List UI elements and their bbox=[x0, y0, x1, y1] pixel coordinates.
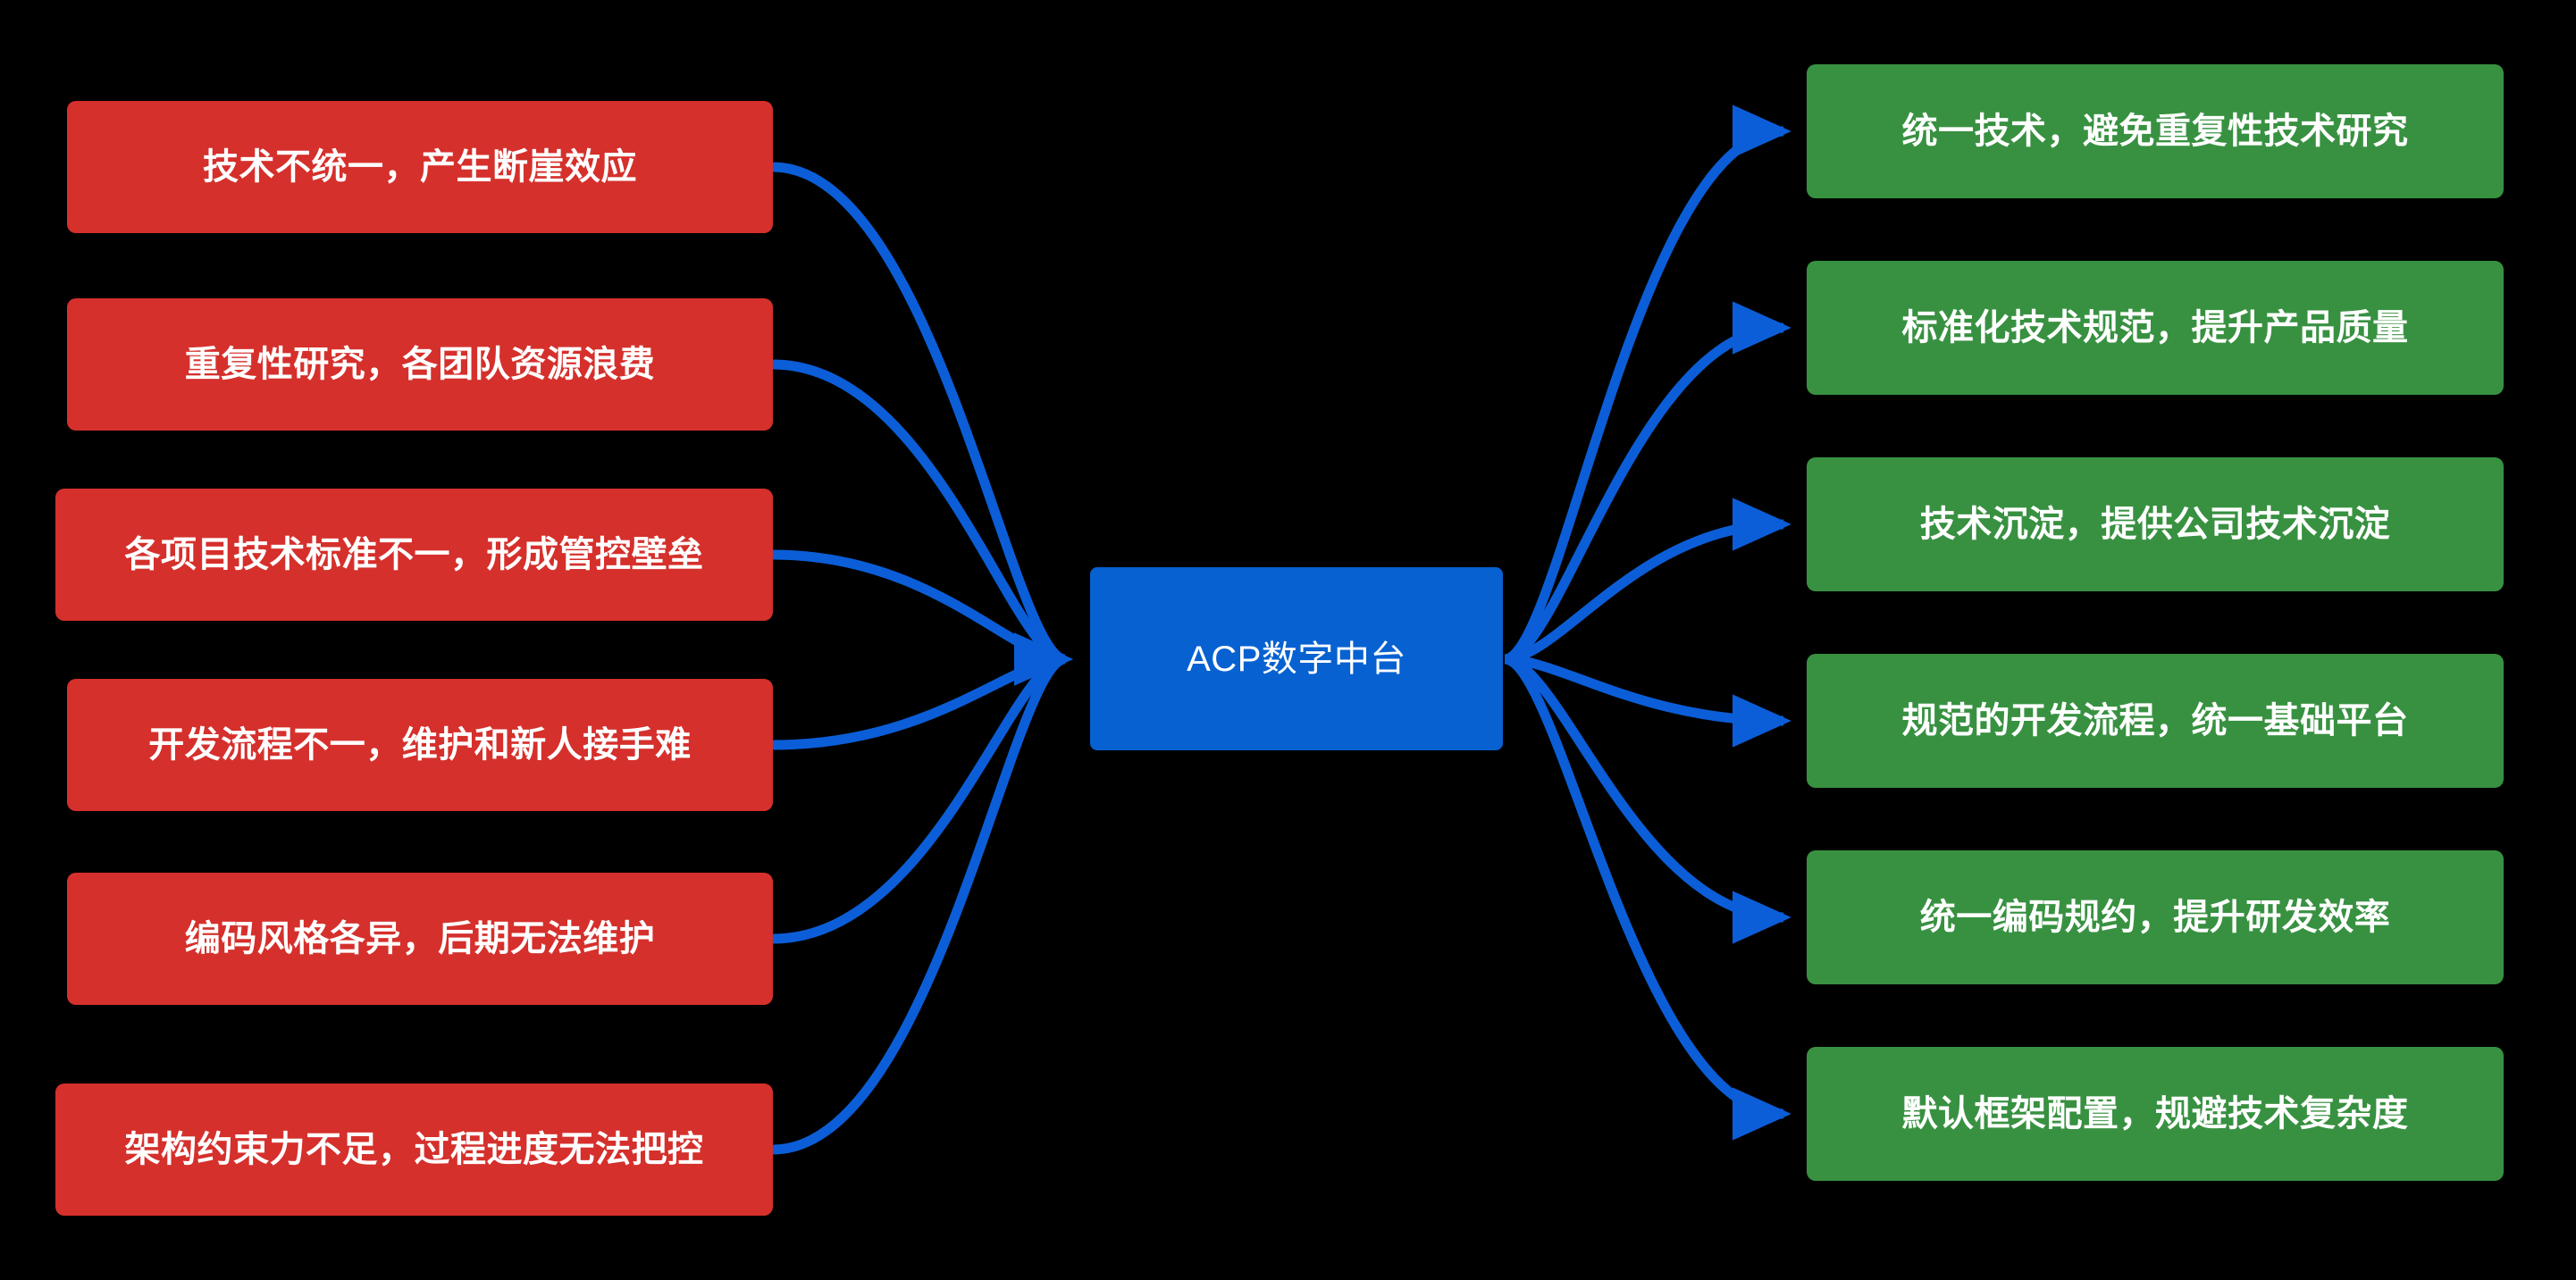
problem-node-label: 编码风格各异，后期无法维护 bbox=[184, 919, 656, 958]
benefit-node-4[interactable]: 规范的开发流程，统一基础平台 bbox=[1807, 654, 2504, 788]
edge-problem-to-center-1 bbox=[772, 162, 1073, 686]
edge-center-to-benefit-1 bbox=[1503, 105, 1791, 665]
problem-node-label: 技术不统一，产生断崖效应 bbox=[203, 147, 637, 187]
benefit-node-5[interactable]: 统一编码规约，提升研发效率 bbox=[1807, 850, 2504, 984]
edge-problem-to-center-5 bbox=[772, 632, 1073, 944]
problem-node-label: 开发流程不一，维护和新人接手难 bbox=[148, 725, 692, 765]
benefit-node-label: 技术沉淀，提供公司技术沉淀 bbox=[1919, 505, 2391, 544]
benefit-node-label: 默认框架配置，规避技术复杂度 bbox=[1901, 1094, 2409, 1134]
edge-center-to-benefit-4 bbox=[1504, 654, 1791, 748]
benefit-node-6[interactable]: 默认框架配置，规避技术复杂度 bbox=[1807, 1047, 2504, 1181]
edge-center-to-benefit-5 bbox=[1504, 654, 1791, 944]
problem-node-label: 架构约束力不足，过程进度无法把控 bbox=[124, 1130, 704, 1169]
benefit-node-2[interactable]: 标准化技术规范，提升产品质量 bbox=[1807, 261, 2504, 395]
edge-center-to-benefit-2 bbox=[1503, 301, 1791, 665]
problem-node-2[interactable]: 重复性研究，各团队资源浪费 bbox=[67, 298, 773, 431]
benefit-node-1[interactable]: 统一技术，避免重复性技术研究 bbox=[1807, 64, 2504, 198]
problem-node-label: 各项目技术标准不一，形成管控壁垒 bbox=[124, 535, 704, 574]
problem-node-3[interactable]: 各项目技术标准不一，形成管控壁垒 bbox=[55, 489, 773, 621]
outgoing-edges bbox=[1503, 105, 1791, 1141]
benefit-node-label: 统一编码规约，提升研发效率 bbox=[1919, 898, 2391, 937]
problem-node-6[interactable]: 架构约束力不足，过程进度无法把控 bbox=[55, 1083, 773, 1216]
center-node-acp-platform[interactable]: ACP数字中台 bbox=[1090, 567, 1503, 750]
edge-center-to-benefit-3 bbox=[1504, 498, 1791, 665]
benefit-node-3[interactable]: 技术沉淀，提供公司技术沉淀 bbox=[1807, 457, 2504, 591]
incoming-edges bbox=[772, 162, 1073, 1155]
edge-problem-to-center-3 bbox=[772, 549, 1073, 686]
problem-node-4[interactable]: 开发流程不一，维护和新人接手难 bbox=[67, 679, 773, 811]
edge-center-to-benefit-6 bbox=[1503, 654, 1791, 1141]
benefit-node-label: 标准化技术规范，提升产品质量 bbox=[1901, 308, 2409, 347]
problem-node-label: 重复性研究，各团队资源浪费 bbox=[184, 345, 656, 384]
edge-problem-to-center-6 bbox=[772, 632, 1073, 1155]
center-node-label: ACP数字中台 bbox=[1187, 639, 1406, 679]
problem-node-1[interactable]: 技术不统一，产生断崖效应 bbox=[67, 101, 773, 233]
problem-node-5[interactable]: 编码风格各异，后期无法维护 bbox=[67, 873, 773, 1005]
edge-problem-to-center-4 bbox=[772, 632, 1073, 750]
benefit-node-label: 统一技术，避免重复性技术研究 bbox=[1901, 112, 2409, 151]
benefit-node-label: 规范的开发流程，统一基础平台 bbox=[1901, 701, 2409, 740]
edge-problem-to-center-2 bbox=[772, 359, 1073, 686]
